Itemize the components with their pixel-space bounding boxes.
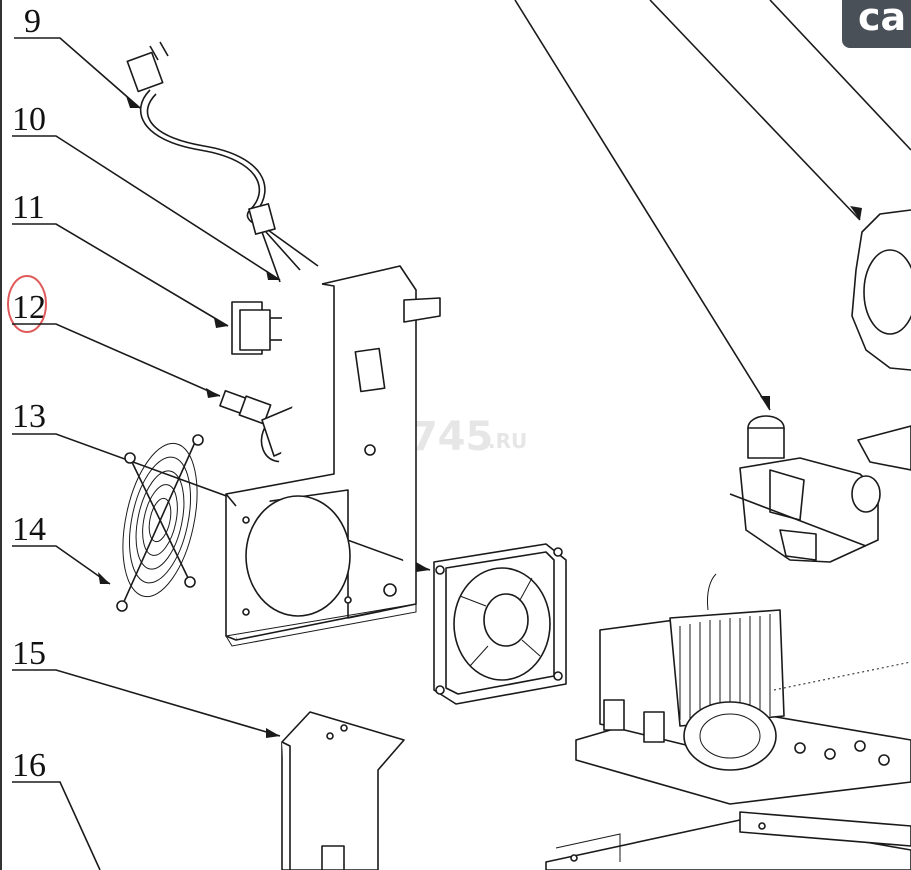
callout-12: 12 [12, 289, 46, 326]
corner-badge[interactable]: ca [842, 0, 911, 48]
circuit-board-part [575, 573, 911, 805]
gear-disc-part [851, 209, 911, 371]
callout-11: 11 [12, 189, 45, 226]
cover-plate-part [281, 711, 405, 870]
callout-9: 9 [24, 3, 41, 40]
shelf-fragment [857, 425, 911, 471]
mounting-bracket-part [225, 265, 441, 647]
rocker-switch-part [231, 301, 282, 355]
timer-motor-part [729, 415, 881, 563]
leader-lines [12, 0, 911, 870]
leader-arrowheads [98, 96, 862, 738]
base-tray-part [545, 811, 911, 870]
callout-12-highlight [7, 275, 47, 333]
fan-guard-part [116, 434, 204, 612]
callout-10: 10 [12, 101, 46, 138]
callout-16: 16 [12, 747, 46, 784]
callout-14: 14 [12, 511, 46, 548]
watermark-suffix: .RU [488, 429, 527, 453]
power-cord-part [126, 41, 319, 283]
axial-fan-part [433, 543, 567, 705]
callout-15: 15 [12, 635, 46, 672]
corner-badge-text: ca [858, 0, 906, 39]
callout-13: 13 [12, 398, 46, 435]
